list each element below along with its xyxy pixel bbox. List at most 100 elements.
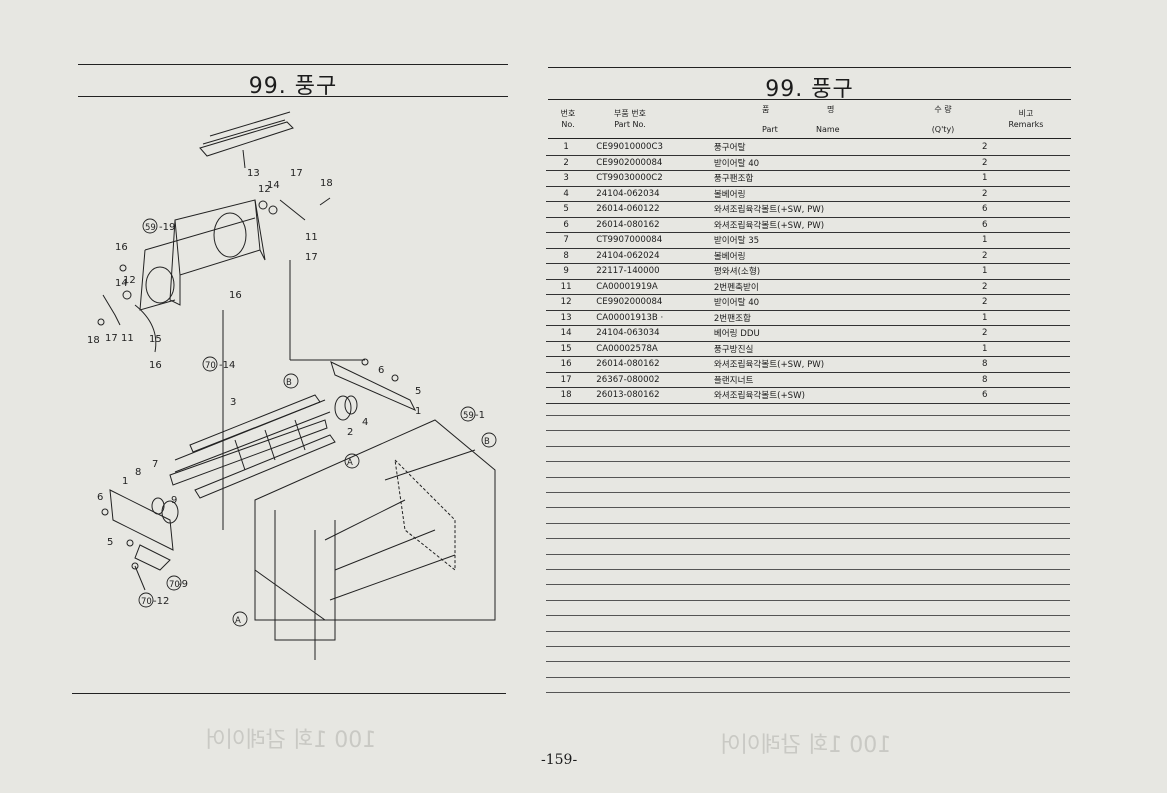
callout-label: -9 [178,579,188,590]
part-13-outline [199,121,294,157]
cell-no: 13 [546,310,587,326]
cell-name: 2번팬조합 [705,310,938,326]
cell-name: 와셔조립육각볼트(+SW, PW) [705,201,938,218]
blank-row-line [546,661,1070,663]
blank-row-line [546,584,1070,586]
bleed-through-text: 100 1회 감례이어 [720,733,892,758]
callout-circle [344,453,360,469]
cell-no: 8 [546,248,587,264]
cell-qty: 6 [937,217,1033,233]
cell-no: 12 [546,294,587,311]
cell-part: 22117-140000 [586,263,706,280]
cell-remarks [1032,387,1070,404]
blank-row-line [546,569,1070,570]
blank-row-line [546,476,1070,478]
cell-part: CA00002578A [586,341,706,357]
callout-label: 13 [247,168,260,179]
callout-label: 70 [205,361,216,371]
cell-qty: 1 [937,232,1033,249]
callout-circle [142,218,158,234]
cell-no: 3 [546,170,587,187]
cell-qty: 2 [937,325,1033,342]
cell-remarks [1032,356,1070,373]
cell-part: CA00001919A [586,279,706,295]
cell-remarks [1032,232,1070,249]
callout-label: 59 [145,223,156,233]
cell-part: CE99010000C3 [586,140,706,156]
cell-part: 24104-063034 [586,325,706,342]
cell-no: 11 [546,279,587,295]
callout-circle [460,406,476,422]
cell-part: 24104-062034 [586,186,706,202]
left-bottom-rule [72,693,506,694]
callout-label: 3 [230,397,236,408]
callout-label: 1 [415,406,421,417]
cell-name: 볼베어링 [705,248,938,264]
callout-label: 14 [267,180,280,191]
callout-label: 17 [290,168,303,179]
cell-remarks [1032,170,1070,187]
cell-name: 와셔조립육각볼트(+SW, PW) [705,356,938,373]
cell-no: 7 [546,232,587,249]
cell-remarks [1032,186,1070,202]
callout-label: 18 [87,335,100,346]
callout-label: 12 [258,184,271,195]
callout-label: 8 [135,467,141,478]
callout-label: 1 [122,476,128,487]
header-name-ko-2: 명 [827,105,835,114]
callout-label: -19 [159,222,175,233]
left-page-title: 99. 풍구 [248,74,338,99]
callout-circle [283,373,299,389]
blank-row-line [546,461,1070,463]
cell-remarks [1032,279,1070,295]
cell-qty: 8 [937,356,1033,373]
callout-label: 17 [305,252,318,263]
blank-row-line [546,538,1070,540]
header-qty: 수 량(Q'ty) [931,105,955,134]
callout-circle [202,356,218,372]
cell-part: 26367-080002 [586,372,706,388]
callout-label: 6 [97,492,103,503]
right-page-title: 99. 풍구 [765,77,854,102]
cell-qty: 1 [937,263,1033,280]
callout-label: 5 [415,386,421,397]
cell-qty: 2 [937,294,1033,311]
cell-name: 풍구팬조합 [705,170,938,187]
cell-no: 16 [546,356,587,373]
cell-remarks [1032,372,1070,388]
callout-label: 16 [115,242,128,253]
cell-name: 풍구방진실 [705,341,938,357]
blank-row-line [546,676,1070,678]
cell-part: 26014-080162 [586,217,706,233]
blank-row-line [546,415,1070,416]
title-rule-top [548,67,1071,68]
cell-name: 와셔조립육각볼트(+SW, PW) [705,217,938,233]
callout-label: 9 [171,495,177,506]
cell-name: 2번펜축받이 [705,279,938,295]
cell-no: 15 [546,341,587,357]
cell-remarks [1032,201,1070,218]
header-part-en: Part [762,125,778,134]
cell-name: 평와셔(소형) [705,263,938,280]
cell-remarks [1032,294,1070,311]
blank-row-line [546,599,1070,601]
callout-label: -1 [475,410,485,421]
cell-no: 5 [546,201,587,218]
cell-name: 볼베어링 [705,186,938,202]
